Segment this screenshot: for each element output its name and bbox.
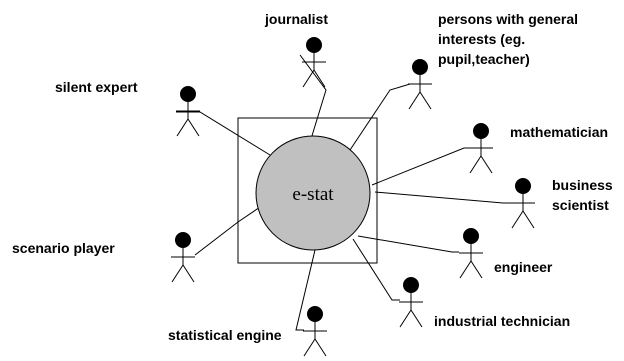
actor-label-line: scientist: [552, 197, 609, 213]
connection-line-scenario-player: [194, 202, 267, 256]
actor-label-scenario-player: scenario player: [12, 240, 115, 256]
actor-left-leg: [302, 69, 315, 88]
actor-label-silent-expert: silent expert: [55, 79, 138, 95]
actor-right-leg: [419, 91, 432, 110]
actor-labels: journalist persons with general interests …: [12, 11, 613, 343]
actor-label-line: interests (eg.: [438, 31, 525, 47]
actor-mathematician-figure: [469, 123, 493, 174]
actor-head: [306, 37, 322, 53]
actor-label-line: journalist: [264, 11, 328, 27]
actor-right-leg: [313, 69, 326, 88]
actor-label-persons: persons with general interests (eg. pupil,…: [438, 11, 578, 67]
connection-line-business-scientist: [374, 191, 512, 204]
actors: [171, 37, 535, 357]
actor-label-line: industrial technician: [434, 313, 570, 329]
actor-head: [403, 277, 419, 293]
actor-label-engineer: engineer: [494, 259, 553, 275]
actor-right-leg: [182, 264, 195, 283]
actor-left-leg: [171, 264, 184, 283]
connection-line-industrial-technician: [352, 238, 400, 301]
actor-left-leg: [303, 338, 316, 357]
actor-label-line: mathematician: [510, 124, 608, 140]
actor-label-journalist: journalist: [264, 11, 328, 27]
actor-label-line: engineer: [494, 259, 553, 275]
connection-line-persons: [349, 83, 411, 151]
actor-right-leg: [480, 155, 493, 174]
connection-lines: [176, 54, 512, 331]
actor-head: [180, 86, 196, 102]
actor-silent-expert-figure: [176, 86, 200, 137]
actor-right-leg: [314, 338, 327, 357]
actor-journalist-figure: [302, 37, 326, 88]
actor-persons-figure: [408, 59, 432, 110]
actor-head: [473, 123, 489, 139]
connection-line-engineer: [357, 235, 459, 253]
actor-label-line: scenario player: [12, 240, 115, 256]
actor-left-leg: [399, 309, 412, 328]
actor-right-leg: [187, 118, 200, 137]
actor-label-line: statistical engine: [168, 327, 282, 343]
actor-head: [307, 306, 323, 322]
actor-label-line: business: [552, 177, 613, 193]
actor-left-leg: [176, 118, 189, 137]
e-stat-label: e-stat: [292, 184, 334, 205]
actor-right-leg: [470, 260, 483, 279]
actor-left-leg: [469, 155, 482, 174]
actor-business-scientist-figure: [511, 178, 535, 229]
actor-head: [515, 178, 531, 194]
actor-label-line: pupil,teacher): [438, 51, 530, 67]
actor-head: [463, 228, 479, 244]
actor-label-line: persons with general: [438, 11, 578, 27]
actor-engineer-figure: [459, 228, 483, 279]
actor-left-leg: [408, 91, 421, 110]
connection-line-mathematician: [371, 147, 470, 186]
connection-line-statistical-engine: [295, 249, 316, 331]
system-boundary-box: [237, 117, 378, 264]
actor-left-leg: [511, 210, 524, 229]
actor-label-line: silent expert: [55, 79, 138, 95]
actor-right-leg: [410, 309, 423, 328]
actor-right-leg: [522, 210, 535, 229]
actor-industrial-technician-figure: [399, 277, 423, 328]
actor-statistical-engine-figure: [303, 306, 327, 357]
actor-label-industrial-technician: industrial technician: [434, 313, 570, 329]
actor-label-business-scientist: business scientist: [552, 177, 613, 213]
actor-scenario-player-figure: [171, 232, 195, 283]
actor-label-statistical-engine: statistical engine: [168, 327, 282, 343]
connection-line-silent-expert: [176, 111, 271, 156]
actor-head: [412, 59, 428, 75]
actor-head: [175, 232, 191, 248]
connection-line-journalist: [299, 54, 327, 140]
actor-label-mathematician: mathematician: [510, 124, 608, 140]
actor-left-leg: [459, 260, 472, 279]
e-stat-circle: [255, 135, 371, 251]
